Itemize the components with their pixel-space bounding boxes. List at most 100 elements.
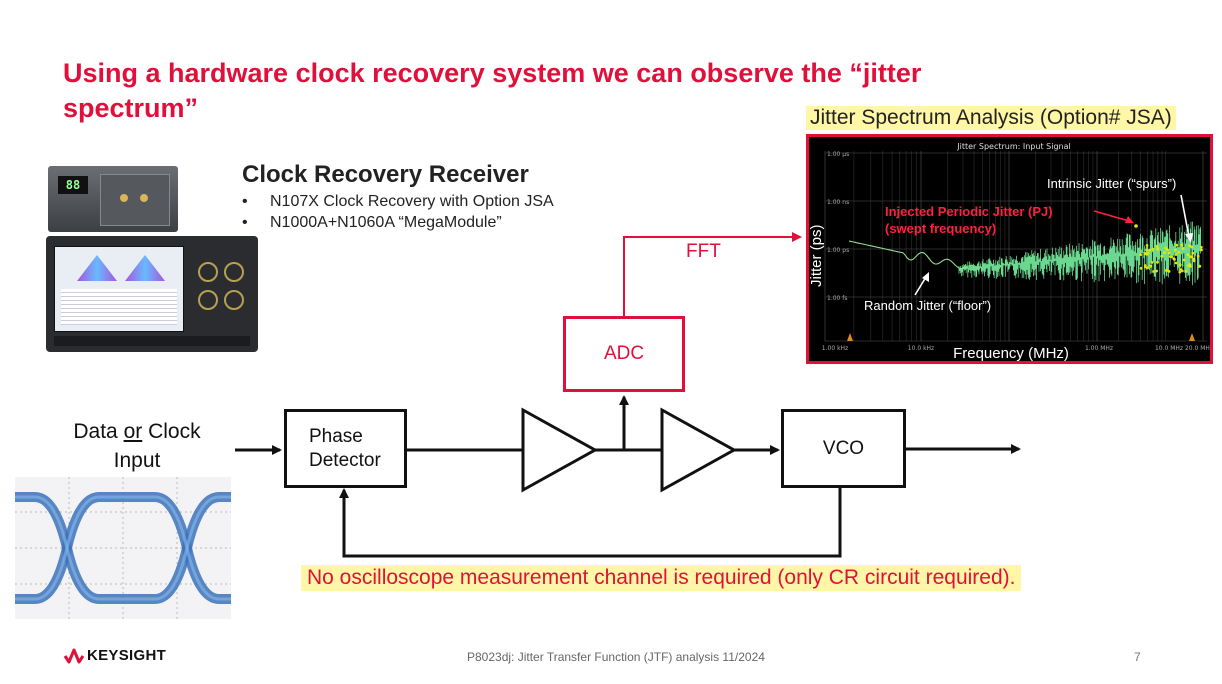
spur-point <box>1166 248 1169 252</box>
input-label-clock: Clock <box>142 420 201 443</box>
pj-annotation: Injected Periodic Jitter (PJ) <box>885 204 1053 219</box>
logo-text: KEYSIGHT <box>87 647 167 664</box>
spur-markers <box>1134 224 1203 274</box>
clock-recovery-instrument-image: 88 <box>48 166 178 232</box>
x-tick-label: 10.0 MHz 20.0 MHz <box>1155 345 1210 352</box>
phase-detector-line1: Phase <box>309 425 363 447</box>
vco-label: VCO <box>822 437 865 459</box>
spur-point <box>1182 258 1186 262</box>
eye-svg <box>15 477 231 619</box>
spur-point <box>1168 255 1172 258</box>
bullet-list: •N107X Clock Recovery with Option JSA •N… <box>242 191 554 233</box>
pj-arrowhead <box>1125 216 1134 223</box>
spur-point <box>1143 265 1147 269</box>
spur-point <box>1175 243 1179 247</box>
pj-annotation-sub: (swept frequency) <box>885 221 996 236</box>
x-tick-label: 1.00 kHz <box>822 345 848 352</box>
footer-text: P8023dj: Jitter Transfer Function (JTF) … <box>467 650 765 664</box>
y-tick-labels: 1.00 µs1.00 ns1.00 ps1.00 fs <box>827 151 849 302</box>
spur-point <box>1181 247 1185 251</box>
spur-point <box>1196 254 1200 258</box>
spur-point <box>1187 264 1190 267</box>
spur-point <box>1178 263 1182 267</box>
spurs-arrow <box>1180 194 1190 238</box>
spur-point <box>1150 261 1154 264</box>
random-jitter-line <box>848 240 980 270</box>
spur-point <box>1173 248 1177 252</box>
bullet-text: N1000A+N1060A “MegaModule” <box>270 214 502 231</box>
amplifier-1 <box>521 407 599 493</box>
spectrum-noise <box>958 221 1201 286</box>
x-tick-label: 10.0 kHz <box>908 345 934 352</box>
pj-point <box>1134 224 1138 228</box>
spur-point <box>1191 251 1195 255</box>
y-tick-label: 1.00 µs <box>827 151 849 158</box>
marker-triangle <box>847 333 853 341</box>
jitter-spectrum-chart: Jitter Spectrum: Input Signal 1.00 µs 1.0… <box>806 134 1213 364</box>
spur-point <box>1188 244 1192 248</box>
clock-recovery-title: Clock Recovery Receiver <box>242 161 529 188</box>
y-tick-label: 1.00 ns <box>827 199 849 206</box>
spur-point <box>1180 269 1184 273</box>
spur-point <box>1165 269 1168 273</box>
spur-point <box>1155 269 1158 273</box>
spur-point <box>1155 244 1159 248</box>
chart-title: Jitter Spectrum: Input Signal <box>956 142 1070 151</box>
spur-point <box>1184 269 1188 273</box>
spur-point <box>1146 251 1150 255</box>
keysight-wave-icon <box>64 648 84 663</box>
bullet-item: •N107X Clock Recovery with Option JSA <box>242 191 554 212</box>
spur-point <box>1152 270 1155 273</box>
rj-arrow <box>914 276 927 296</box>
bullet-dot: • <box>242 214 248 231</box>
x-tick-label: 1.00 MHz <box>1085 345 1113 352</box>
spur-point <box>1151 247 1155 251</box>
amplifier-2 <box>660 407 738 493</box>
spur-point <box>1178 270 1182 274</box>
spur-point <box>1148 248 1152 252</box>
spur-point <box>1174 261 1178 265</box>
fft-label: FFT <box>686 241 721 262</box>
spur-point <box>1167 251 1171 255</box>
spur-point <box>1143 252 1147 256</box>
adc-block: ADC <box>563 316 685 392</box>
jsa-title: Jitter Spectrum Analysis (Option# JSA) <box>806 106 1176 130</box>
input-label-or: or <box>123 420 143 443</box>
adc-label: ADC <box>603 343 645 364</box>
pj-arrow <box>1093 210 1130 222</box>
feedback-loop <box>339 487 842 558</box>
spectrum-svg: Jitter Spectrum: Input Signal 1.00 µs 1.0… <box>808 137 1213 362</box>
x-axis-label: Frequency (MHz) <box>953 345 1069 361</box>
fft-arrow <box>623 232 802 316</box>
spurs-arrowhead <box>1185 233 1193 243</box>
spur-point <box>1172 257 1176 261</box>
spurs-annotation: Intrinsic Jitter (“spurs”) <box>1047 176 1176 191</box>
spur-point <box>1192 257 1196 261</box>
spur-point <box>1167 270 1171 273</box>
input-label-line2: Input <box>113 449 161 472</box>
bullet-text: N107X Clock Recovery with Option JSA <box>270 193 554 210</box>
spur-point <box>1190 245 1194 249</box>
oscilloscope-image <box>46 236 258 352</box>
slide-title: Using a hardware clock recovery system w… <box>63 58 922 123</box>
spur-point <box>1180 243 1184 247</box>
y-axis-label: Jitter (ps) <box>809 224 825 287</box>
spur-point <box>1200 248 1203 252</box>
bullet-item: • N1000A+N1060A “MegaModule” <box>242 212 554 233</box>
chart-grid <box>824 151 1207 342</box>
phase-detector-block: Phase Detector <box>284 409 407 488</box>
spur-point <box>1163 251 1166 254</box>
marker-triangle <box>1189 333 1195 341</box>
input-label: Data or Clock Input <box>48 417 226 475</box>
note-text: No oscilloscope measurement channel is r… <box>301 565 1022 591</box>
spur-point <box>1145 248 1148 252</box>
y-tick-label: 1.00 ps <box>827 247 849 254</box>
spur-point <box>1139 253 1142 256</box>
page-number: 7 <box>1134 650 1141 664</box>
keysight-logo: KEYSIGHT <box>64 647 166 664</box>
spur-point <box>1198 264 1202 268</box>
rj-annotation: Random Jitter (“floor”) <box>864 298 991 313</box>
spur-point <box>1146 266 1149 270</box>
rj-arrowhead <box>922 272 929 282</box>
